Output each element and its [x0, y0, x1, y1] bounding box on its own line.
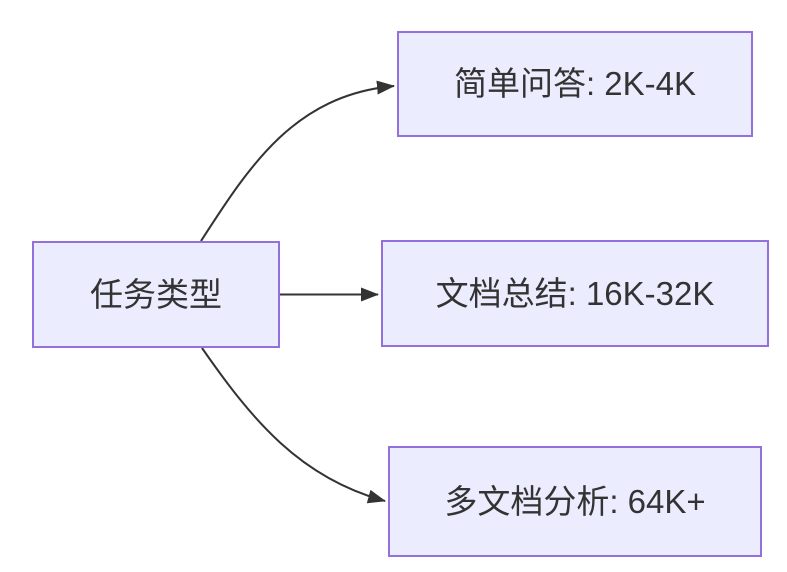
node-simple-qa: 简单问答: 2K-4K [397, 31, 753, 137]
node-multidoc-analysis-label: 多文档分析: 64K+ [444, 482, 706, 520]
node-task-type-label: 任务类型 [90, 275, 222, 313]
node-doc-summary-label: 文档总结: 16K-32K [435, 274, 715, 312]
node-doc-summary: 文档总结: 16K-32K [381, 240, 769, 347]
node-task-type: 任务类型 [32, 241, 280, 348]
edge-root-to-multidoc [201, 347, 386, 504]
edge-root-to-simple-qa [200, 80, 395, 242]
node-multidoc-analysis: 多文档分析: 64K+ [388, 446, 762, 557]
node-simple-qa-label: 简单问答: 2K-4K [453, 65, 697, 103]
